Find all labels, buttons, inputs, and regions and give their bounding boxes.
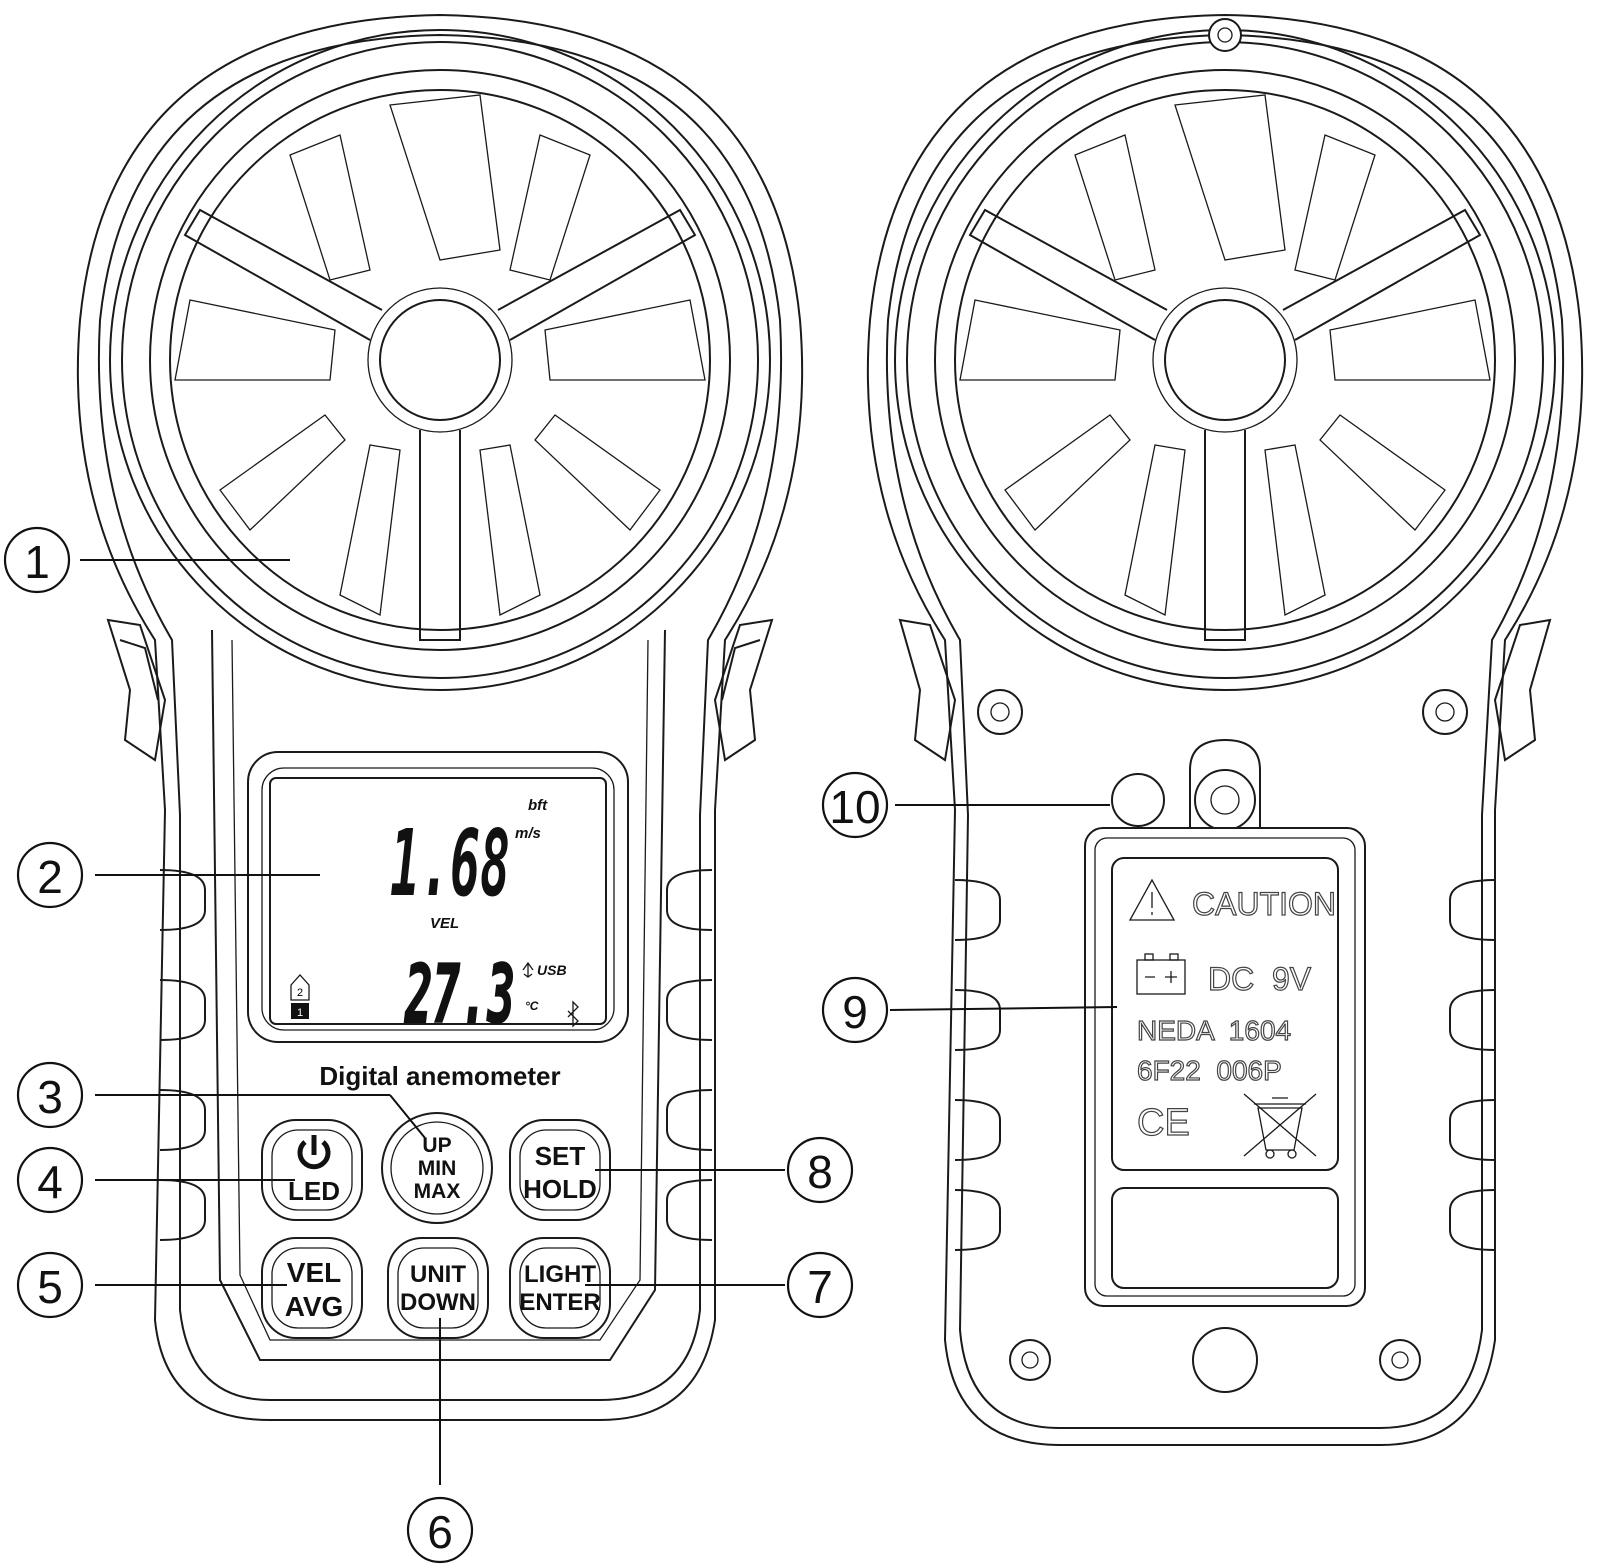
left-grips [159,869,206,1241]
right-grips [666,869,713,1241]
unit-down-button[interactable]: UNIT DOWN [387,1237,489,1339]
enter-label: ENTER [519,1289,600,1316]
battery-spec-text: DC 9V [1208,961,1312,997]
neda-text: NEDA 1604 [1137,1015,1291,1046]
power-led-label: LED [288,1176,340,1206]
lcd-temp-unit: °C [525,999,539,1013]
warning-icon [1128,878,1176,921]
channel-bottom: 1 [297,1007,303,1019]
callout-2: 2 [16,841,84,909]
callout-4-number: 4 [37,1156,63,1208]
unit-label: UNIT [410,1261,466,1288]
callout-9: 9 [821,976,889,1044]
caution-text: CAUTION [1192,886,1336,922]
callout-3: 3 [16,1061,84,1129]
hold-label: HOLD [523,1174,597,1204]
lcd-display: bft m/s 1.68 VEL 27.3 °C USB 2 1 [247,751,629,1043]
tripod-hole [1111,773,1165,827]
callout-4: 4 [16,1146,84,1214]
rear-device: CAUTION DC 9V NEDA 1604 6F22 006P CE [866,13,1584,1446]
up-min-max-button[interactable]: UP MIN MAX [381,1112,493,1224]
set-label: SET [535,1141,586,1171]
model-label: Digital anemometer [319,1061,560,1091]
ce-mark: CE [1137,1102,1190,1144]
callout-1-number: 1 [24,536,50,588]
callout-10: 10 [821,771,889,839]
callout-6-number: 6 [427,1506,453,1558]
vane-wheel [109,29,771,691]
battery-cover: CAUTION DC 9V NEDA 1604 6F22 006P CE [1084,827,1366,1307]
min-label: MIN [418,1157,457,1180]
down-label: DOWN [400,1289,476,1316]
callout-2-number: 2 [37,851,63,903]
rear-vane-wheel [894,29,1556,691]
battery-icon [1136,953,1186,995]
bluetooth-icon [567,1000,579,1028]
callout-1: 1 [3,526,71,594]
lcd-mode-vel: VEL [430,915,459,932]
callout-6: 6 [406,1496,474,1564]
light-label: LIGHT [524,1261,596,1288]
callout-10-number: 10 [829,781,880,833]
vel-label: VEL [287,1257,341,1288]
lcd-main-reading: 1.68 [390,810,510,917]
callout-8: 8 [786,1136,854,1204]
lcd-unit-bft: bft [528,797,548,814]
usb-icon [522,961,534,978]
power-icon [297,1135,331,1170]
max-label: MAX [414,1180,461,1203]
callout-7-number: 7 [807,1261,833,1313]
callouts: 1 2 3 4 5 6 7 8 [3,526,1118,1564]
callout-8-number: 8 [807,1146,833,1198]
vel-avg-button[interactable]: VEL AVG [261,1237,363,1339]
callout-3-number: 3 [37,1071,63,1123]
lcd-secondary-reading: 27.3 [404,948,515,1041]
callout-7: 7 [786,1251,854,1319]
front-device: bft m/s 1.68 VEL 27.3 °C USB 2 1 Digital… [76,13,804,1421]
rear-screws [977,689,1468,1393]
light-enter-button[interactable]: LIGHT ENTER [509,1237,611,1339]
up-label: UP [422,1134,451,1157]
channel-indicator: 2 1 [290,974,310,1019]
lcd-unit-ms: m/s [515,825,541,842]
callout-9-number: 9 [842,986,868,1038]
lcd-usb-label: USB [537,962,567,978]
code-text: 6F22 006P [1137,1055,1282,1086]
power-led-button[interactable]: LED [261,1119,363,1221]
weee-bin-icon [1243,1093,1317,1159]
callout-5: 5 [16,1251,84,1319]
channel-top: 2 [297,987,303,999]
right-clip [713,618,774,762]
callout-5-number: 5 [37,1261,63,1313]
left-clip [106,618,167,762]
avg-label: AVG [285,1291,344,1322]
